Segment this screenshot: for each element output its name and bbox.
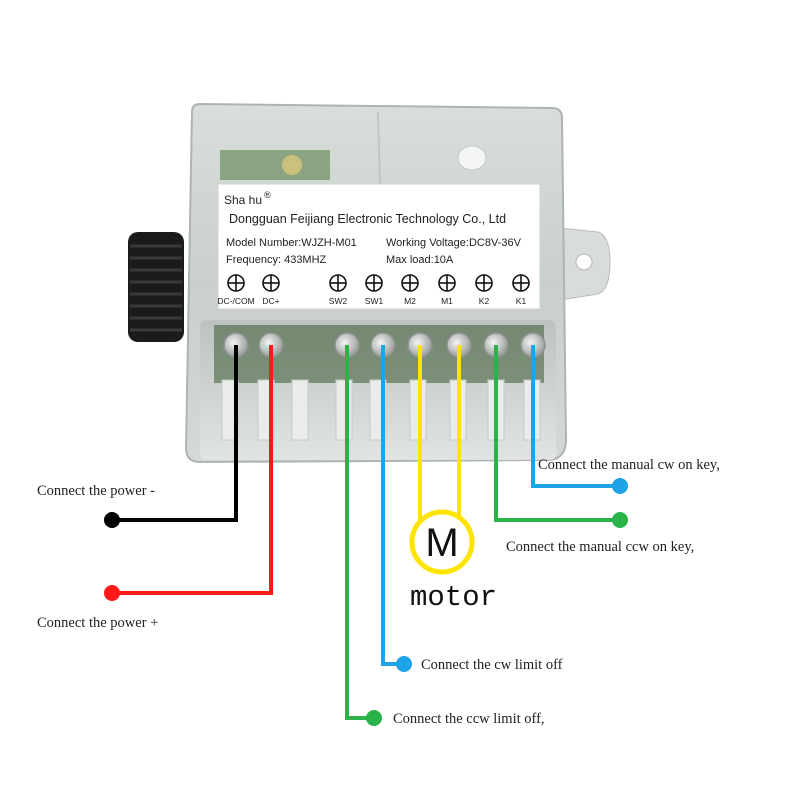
- terminal-symbol-sw1: [365, 274, 383, 292]
- terminal-label-dc-: DC+: [262, 296, 279, 306]
- wire-cw-key: [531, 345, 620, 488]
- terminal-label-k2: K2: [479, 296, 490, 306]
- terminal-label-sw2: SW2: [329, 296, 348, 306]
- mounting-ear: [559, 227, 611, 301]
- terminal-label-m1: M1: [441, 296, 453, 306]
- pcb-glimpse: [220, 150, 330, 180]
- endpoint-cw-limit: [396, 656, 412, 672]
- motor-symbol-circle: [409, 509, 475, 575]
- motor-symbol: M: [425, 521, 458, 565]
- label-power-minus: Connect the power -: [37, 483, 155, 499]
- terminal-symbol-k1: [512, 274, 530, 292]
- capacitor: [282, 155, 302, 175]
- endpoint-power-plus: [104, 585, 120, 601]
- frequency: Frequency: 433MHZ: [226, 254, 327, 266]
- terminal-symbol-m1: [438, 274, 456, 292]
- endpoint-ccw-limit: [366, 710, 382, 726]
- label-cw-on-key: Connect the manual cw on key,: [538, 457, 720, 473]
- label-ccw-on-key: Connect the manual ccw on key,: [506, 539, 694, 555]
- endpoint-power-minus: [104, 512, 120, 528]
- terminal-label-m2: M2: [404, 296, 416, 306]
- endpoint-ccw-key: [612, 512, 628, 528]
- label-cw-limit: Connect the cw limit off: [421, 657, 563, 673]
- terminal-symbols: [227, 274, 530, 292]
- motor: M motor: [409, 509, 497, 614]
- wire-power-plus: [112, 345, 273, 595]
- connection-labels: Connect the power - Connect the power + …: [37, 457, 720, 727]
- terminal-symbol-k2: [475, 274, 493, 292]
- wire-ccw-limit: [345, 345, 374, 720]
- wire-power-minus: [112, 345, 238, 522]
- terminal-symbol-dc-: [262, 274, 280, 292]
- endpoint-cw-key: [612, 478, 628, 494]
- terminal-label-k1: K1: [516, 296, 527, 306]
- brand-name: Sha hu: [224, 193, 262, 207]
- receiver-module: Sha hu ® Dongguan Feijiang Electronic Te…: [128, 102, 611, 464]
- label-ccw-limit: Connect the ccw limit off,: [393, 711, 545, 727]
- working-voltage: Working Voltage:DC8V-36V: [386, 237, 522, 249]
- wire-ccw-key: [494, 345, 620, 522]
- terminal-symbol-m2: [401, 274, 419, 292]
- wire-endpoints: [104, 478, 628, 726]
- terminal-symbol-sw2: [329, 274, 347, 292]
- terminal-symbol-dc-com: [227, 274, 245, 292]
- brand-registered-mark: ®: [264, 190, 271, 200]
- antenna-coil: [128, 232, 184, 342]
- terminal-labels: DC-/COM DC+ SW2 SW1 M2 M1 K2 K1: [217, 296, 526, 306]
- max-load: Max load:10A: [386, 254, 454, 266]
- motor-label: motor: [410, 581, 497, 614]
- company-name: Dongguan Feijiang Electronic Technology …: [229, 212, 506, 226]
- terminal-label-sw1: SW1: [365, 296, 384, 306]
- led-lens: [457, 145, 487, 171]
- label-power-plus: Connect the power +: [37, 615, 158, 631]
- model-number: Model Number:WJZH-M01: [226, 237, 357, 249]
- wires: [112, 345, 620, 720]
- terminal-label-dc-com: DC-/COM: [217, 296, 254, 306]
